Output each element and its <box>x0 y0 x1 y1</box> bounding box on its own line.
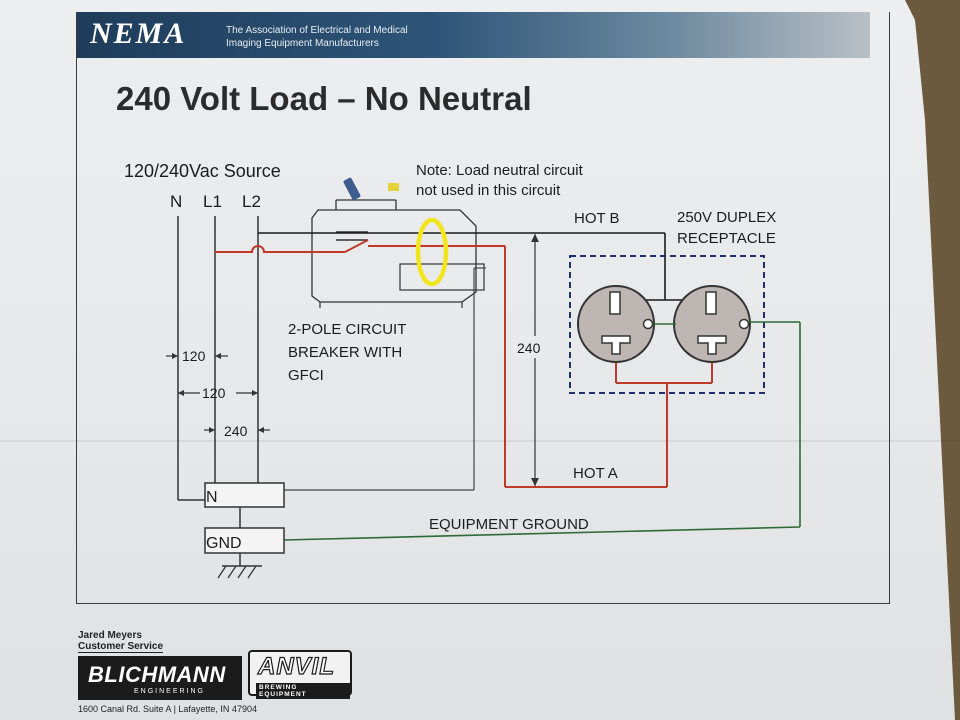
receptacle-box <box>569 255 765 394</box>
nema-tagline: The Association of Electrical and Medica… <box>226 25 408 49</box>
blichmann-wordmark: BLICHMANN <box>88 662 226 687</box>
anvil-logo: ANVIL BREWING EQUIPMENT <box>248 650 352 699</box>
breaker-terminal-block <box>399 263 485 291</box>
contact-role: Customer Service <box>78 641 164 653</box>
receptacle-label-1: 250V DUPLEX <box>677 209 776 226</box>
breaker-body <box>311 209 477 303</box>
header-banner: NEMA The Association of Electrical and M… <box>76 12 870 58</box>
page-title: 240 Volt Load – No Neutral <box>116 80 532 117</box>
gfci-sensor-ring <box>415 217 449 287</box>
blichmann-subtext: ENGINEERING <box>134 688 206 695</box>
receptacle-outlet-right <box>673 285 751 363</box>
receptacle-outlet-left <box>577 285 655 363</box>
ground-bar <box>204 527 285 554</box>
terminal-l1-label: L1 <box>203 192 222 211</box>
hot-a-wire-source <box>215 245 345 253</box>
hot-a-label: HOT A <box>573 465 618 482</box>
neutral-bar-label: N <box>206 489 218 506</box>
voltage-n-l2: 120 <box>202 385 226 401</box>
breaker-handle <box>343 177 361 201</box>
gfci-test-button <box>388 183 399 191</box>
contact-address: 1600 Canal Rd. Suite A | Lafayette, IN 4… <box>78 704 257 714</box>
note-line-1: Note: Load neutral circuit <box>416 162 584 179</box>
ground-bar-label: GND <box>206 535 242 552</box>
receptacle-label-2: RECEPTACLE <box>677 230 776 247</box>
anvil-wordmark: ANVIL <box>257 652 335 680</box>
voltage-n-l1: 120 <box>182 348 206 364</box>
terminal-n-label: N <box>170 192 182 211</box>
slide-frame <box>76 12 890 604</box>
breaker-label-2: BREAKER WITH <box>288 344 402 361</box>
breaker-label-3: GFCI <box>288 367 324 384</box>
paper-fold <box>0 440 960 442</box>
equipment-ground-label: EQUIPMENT GROUND <box>429 516 589 533</box>
neutral-bar <box>204 482 285 508</box>
contact-name: Jared Meyers <box>78 630 142 641</box>
hot-b-label: HOT B <box>574 210 620 227</box>
earth-ground-icon <box>217 565 262 579</box>
terminal-l2-label: L2 <box>242 192 261 211</box>
blichmann-logo: BLICHMANN ENGINEERING <box>78 656 242 700</box>
note-line-2: not used in this circuit <box>416 182 561 199</box>
voltage-l1-l2: 240 <box>224 423 248 439</box>
breaker-label-1: 2-POLE CIRCUIT <box>288 321 406 338</box>
anvil-subtext: BREWING EQUIPMENT <box>256 683 350 699</box>
voltage-hot-label: 240 <box>517 340 541 356</box>
source-label: 120/240Vac Source <box>124 161 281 181</box>
nema-logo: NEMA <box>90 17 187 50</box>
